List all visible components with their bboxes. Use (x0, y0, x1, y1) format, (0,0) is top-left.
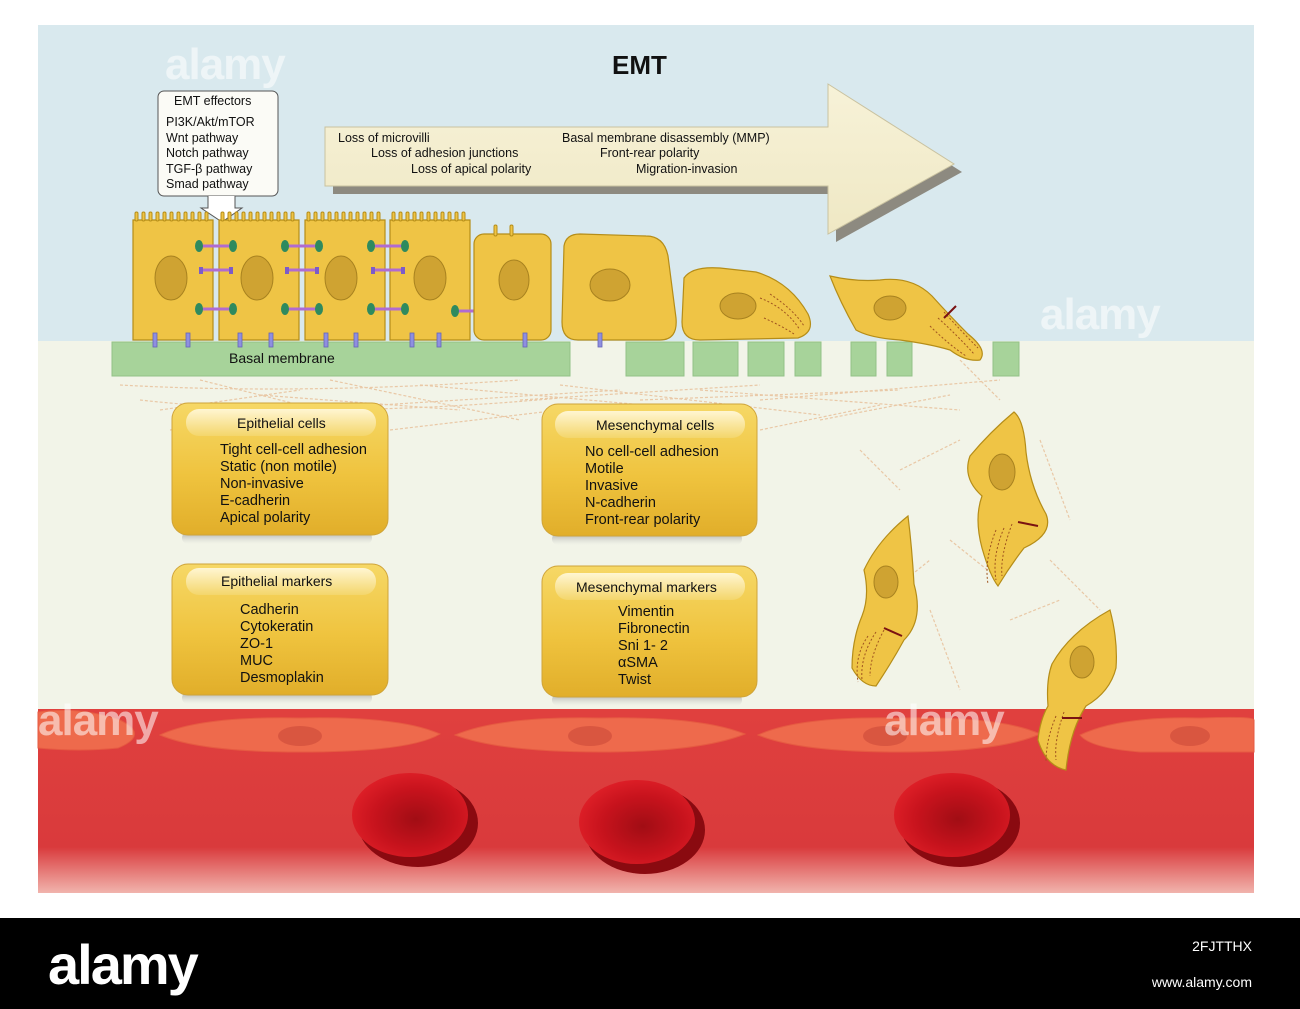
box-item: Sni 1- 2 (618, 638, 668, 654)
endothelium (37, 709, 1255, 753)
box-item: Static (non motile) (220, 459, 337, 475)
watermark: alamy (1040, 290, 1161, 339)
arrow-step: Migration-invasion (636, 162, 738, 176)
cell-rounded (561, 233, 677, 341)
basal-membrane-label: Basal membrane (229, 350, 335, 366)
effector-item: TGF-β pathway (166, 162, 253, 176)
box-item: Cadherin (240, 602, 299, 618)
box-item: MUC (240, 653, 274, 669)
watermark: alamy (165, 40, 286, 89)
box-item: Apical polarity (220, 510, 311, 526)
box-item: Front-rear polarity (585, 512, 701, 528)
filament-traces (856, 523, 1065, 763)
mesenchymal-cells-heading: Mesenchymal cells (596, 417, 715, 433)
arrow-step: Basal membrane disassembly (MMP) (562, 131, 770, 145)
epithelial-cells (132, 211, 471, 341)
box-item: Tight cell-cell adhesion (220, 442, 367, 458)
red-blood-cells (352, 773, 1020, 874)
focal-adhesions (883, 521, 1082, 719)
mesenchymal-markers-heading: Mesenchymal markers (576, 579, 717, 595)
image-id: 2FJTTHX (1192, 938, 1252, 954)
alamy-logo: alamy (48, 933, 199, 996)
watermark: alamy (38, 696, 159, 745)
box-item: Cytokeratin (240, 619, 314, 635)
site-url: www.alamy.com (1151, 974, 1252, 990)
box-item: E-cadherin (220, 493, 291, 509)
effectors-callout (157, 90, 279, 223)
effector-item: Notch pathway (166, 146, 249, 160)
epithelial-markers-heading: Epithelial markers (221, 573, 333, 589)
transitional-cells (473, 224, 983, 361)
arrow-step: Loss of adhesion junctions (371, 146, 519, 160)
info-box-shapes (171, 402, 758, 706)
basal-membrane (111, 341, 1020, 377)
box-item: Twist (618, 672, 652, 688)
cell-migrating (829, 275, 983, 361)
cell-junctions (195, 240, 493, 317)
mesenchymal-nuclei (873, 453, 1095, 679)
emt-arrow (324, 83, 962, 242)
epithelial-cells-heading: Epithelial cells (237, 415, 326, 431)
mesenchymal-cells-invading (851, 411, 1117, 771)
arrow-step: Front-rear polarity (600, 146, 700, 160)
box-item: ZO-1 (240, 636, 274, 652)
box-item: Invasive (585, 478, 639, 494)
basal-pegs (152, 332, 603, 348)
arrow-step: Loss of microvilli (338, 131, 430, 145)
box-item: No cell-cell adhesion (585, 444, 719, 460)
effector-item: Smad pathway (166, 177, 249, 191)
diagram-title: EMT (612, 50, 667, 80)
effector-item: Wnt pathway (166, 131, 239, 145)
box-item: Desmoplakin (240, 670, 324, 686)
arrow-step: Loss of apical polarity (411, 162, 532, 176)
cell-losing-microvilli (473, 224, 552, 341)
box-item: Motile (585, 461, 624, 477)
effectors-heading: EMT effectors (174, 94, 252, 108)
box-item: αSMA (618, 655, 658, 671)
footer-bar (0, 918, 1300, 1009)
box-item: N-cadherin (585, 495, 656, 511)
cell-elongating (681, 267, 811, 341)
endothelial-nuclei (278, 726, 1210, 746)
box-item: Vimentin (618, 604, 675, 620)
box-item: Non-invasive (220, 476, 304, 492)
box-item: Fibronectin (618, 621, 690, 637)
watermark: alamy (884, 696, 1005, 745)
effector-item: PI3K/Akt/mTOR (166, 115, 255, 129)
